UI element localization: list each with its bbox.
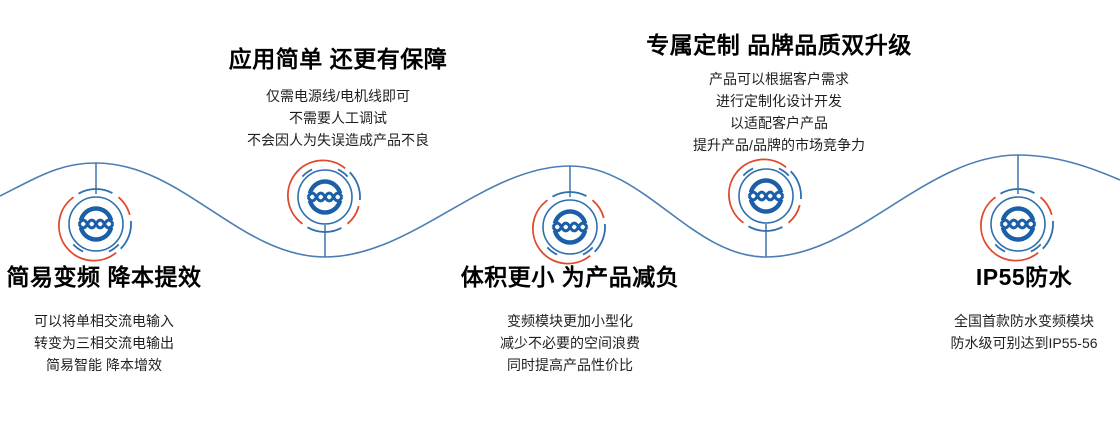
feature-line: 提升产品/品牌的市场竞争力: [693, 137, 865, 153]
feature-title: 专属定制 品牌品质双升级: [646, 32, 912, 58]
node-2-brand-wave-logo-icon: [287, 159, 361, 233]
feature-line: 产品可以根据客户需求: [708, 71, 849, 87]
feature-line: 进行定制化设计开发: [715, 93, 842, 109]
feature-line: 以适配客户产品: [729, 115, 828, 131]
feature-title: IP55防水: [975, 264, 1073, 290]
feature-description: 变频模块更加小型化 减少不必要的空间浪费 同时提高产品性价比: [461, 310, 679, 376]
feature-description: 可以将单相交流电输入 转变为三相交流电输出 简易智能 降本增效: [7, 310, 202, 376]
node-5-brand-wave-logo-icon: [980, 188, 1054, 262]
feature-title: 应用简单 还更有保障: [228, 46, 448, 72]
feature-line: 不需要人工调试: [288, 110, 387, 126]
feature-block-easy-application: 应用简单 还更有保障 仅需电源线/电机线即可 不需要人工调试 不会因人为失误造成…: [229, 44, 447, 151]
feature-block-ip55-waterproof: IP55防水 全国首款防水变频模块 防水级可别达到IP55-56: [950, 262, 1097, 354]
feature-title: 体积更小 为产品减负: [460, 264, 680, 290]
feature-line: 简易智能 降本增效: [46, 357, 162, 373]
feature-line: 防水级可别达到IP55-56: [950, 335, 1098, 351]
feature-line: 可以将单相交流电输入: [33, 313, 174, 329]
feature-description: 全国首款防水变频模块 防水级可别达到IP55-56: [950, 310, 1097, 354]
feature-line: 减少不必要的空间浪费: [499, 335, 640, 351]
feature-description: 产品可以根据客户需求 进行定制化设计开发 以适配客户产品 提升产品/品牌的市场竞…: [646, 68, 911, 156]
feature-line: 仅需电源线/电机线即可: [266, 88, 410, 104]
feature-line: 全国首款防水变频模块: [953, 313, 1094, 329]
node-1-brand-wave-logo-icon: [58, 188, 132, 262]
feature-line: 转变为三相交流电输出: [33, 335, 174, 351]
feature-line: 不会因人为失误造成产品不良: [246, 132, 429, 148]
node-4-brand-wave-logo-icon: [728, 158, 802, 232]
feature-description: 仅需电源线/电机线即可 不需要人工调试 不会因人为失误造成产品不良: [229, 85, 447, 151]
feature-block-simple-vfd: 简易变频 降本提效 可以将单相交流电输入 转变为三相交流电输出 简易智能 降本增…: [7, 262, 202, 376]
node-3-brand-wave-logo-icon: [532, 191, 606, 265]
feature-title: 简易变频 降本提效: [6, 264, 202, 290]
feature-line: 同时提高产品性价比: [506, 357, 633, 373]
feature-block-smaller-size: 体积更小 为产品减负 变频模块更加小型化 减少不必要的空间浪费 同时提高产品性价…: [461, 262, 679, 376]
feature-block-custom-design: 专属定制 品牌品质双升级 产品可以根据客户需求 进行定制化设计开发 以适配客户产…: [646, 30, 911, 156]
feature-line: 变频模块更加小型化: [506, 313, 633, 329]
